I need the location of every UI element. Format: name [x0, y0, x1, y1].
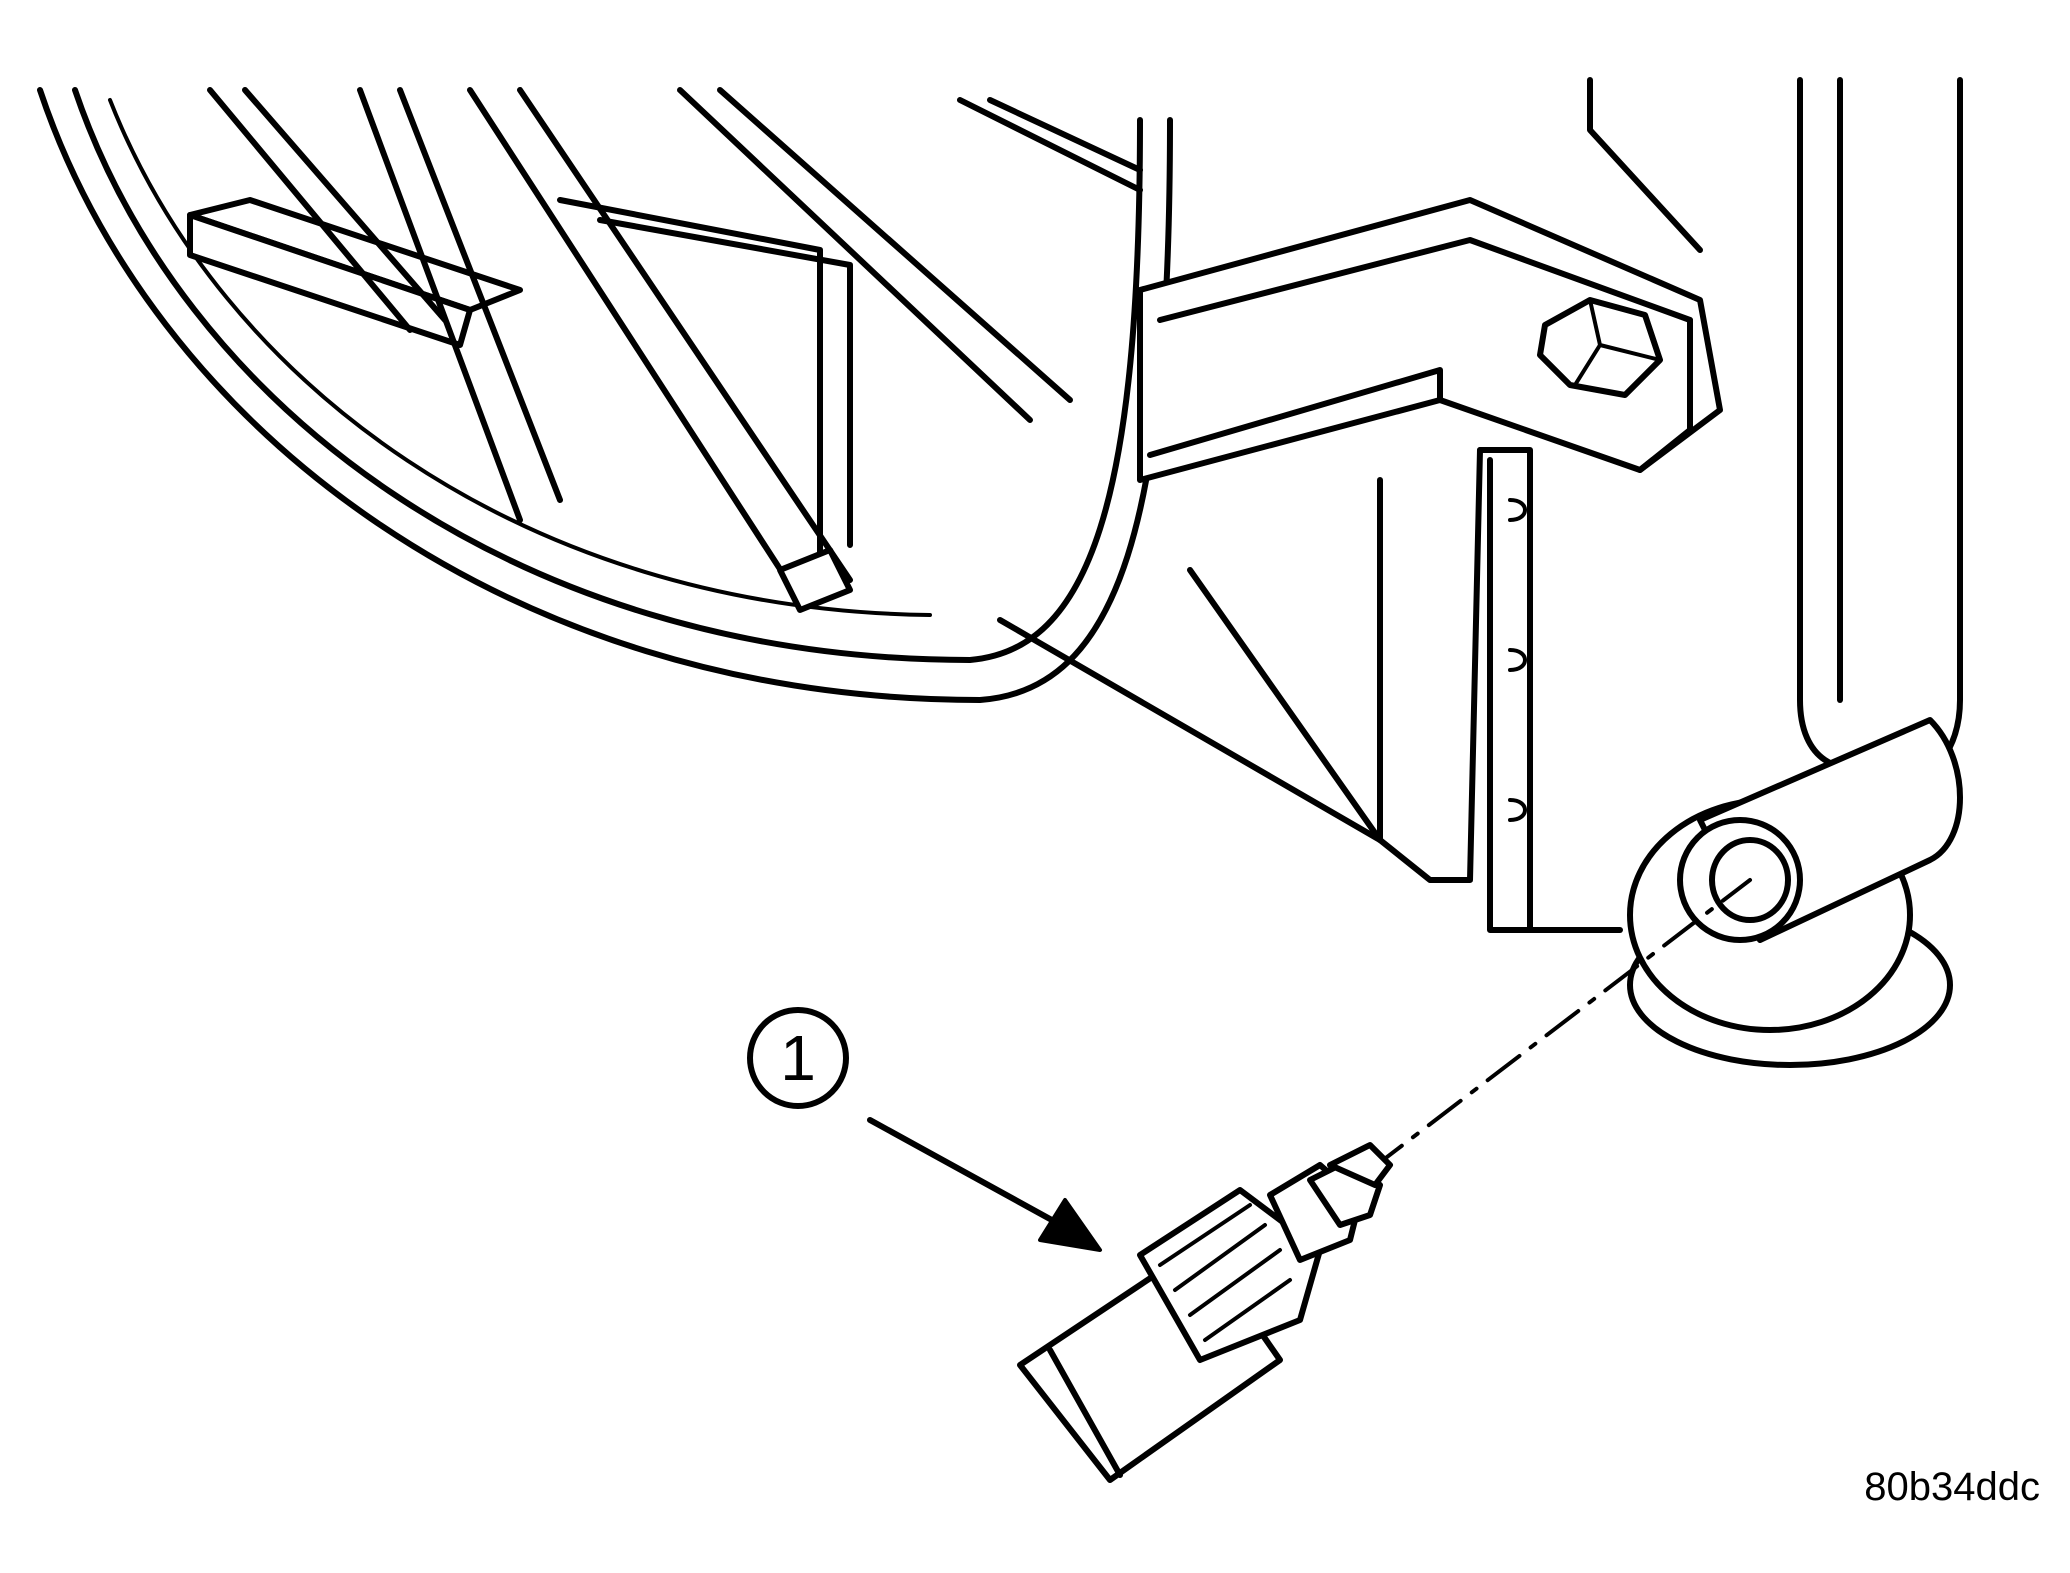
- temperature-sensor: [1017, 1142, 1393, 1483]
- callout-1: 1: [747, 1007, 849, 1109]
- callout-number: 1: [780, 1022, 816, 1094]
- figure-code: 80b34ddc: [1864, 1465, 2040, 1509]
- tank-outlet-fitting: [1627, 717, 1963, 1068]
- mounting-bracket: [1137, 197, 1723, 483]
- callout-arrow: [867, 1117, 1102, 1252]
- fan-struts: [187, 87, 1143, 613]
- bracket-bolt: [1537, 297, 1663, 398]
- radiator-tank: [997, 77, 1963, 933]
- install-centerline: [1368, 878, 1752, 1172]
